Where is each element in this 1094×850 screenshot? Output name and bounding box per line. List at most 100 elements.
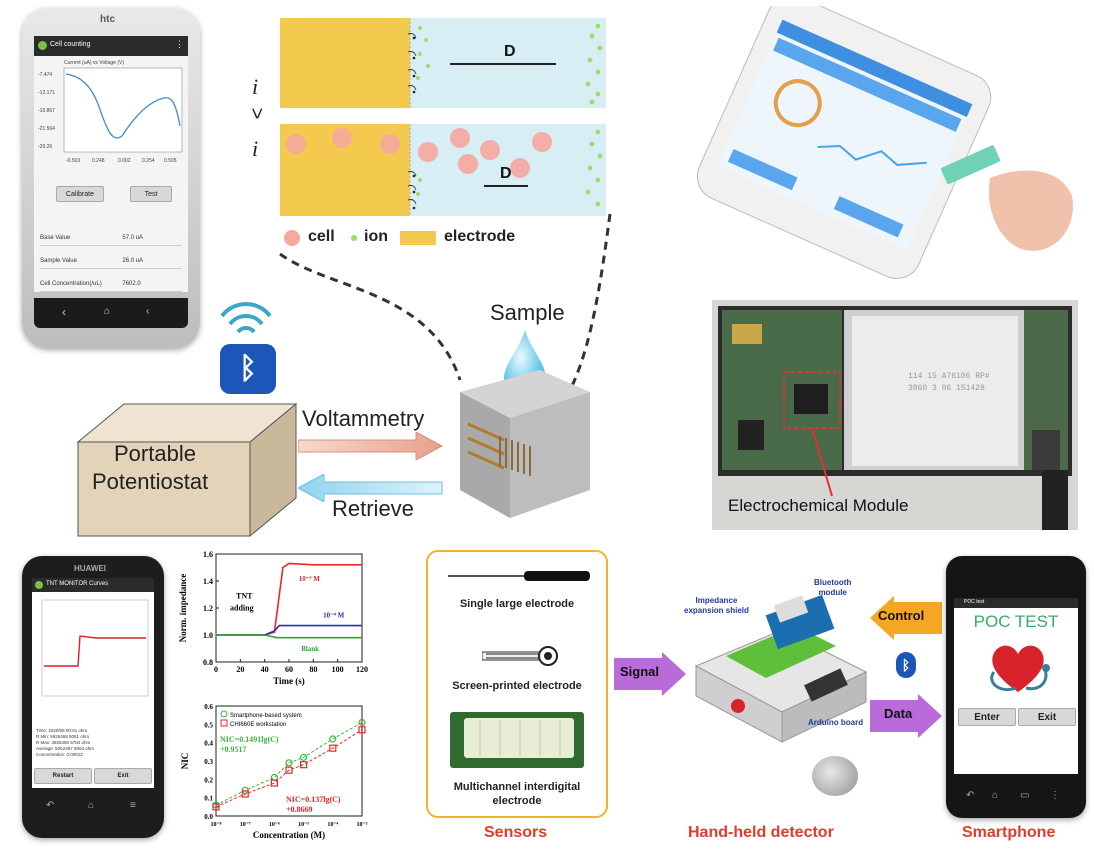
x-tick-label: 0 xyxy=(214,665,218,674)
x-tick-label: 80 xyxy=(309,665,317,674)
data-label: Data xyxy=(884,706,913,721)
data-arrow xyxy=(870,694,942,738)
y-tick-label: 0.0 xyxy=(204,813,213,821)
nav-bar: ‹ ⌂ ‹ xyxy=(34,298,188,328)
restart-button[interactable]: Restart xyxy=(34,768,92,784)
row-value: 7602.0 xyxy=(122,281,141,287)
info-line: Concentration: 0.00012 xyxy=(36,752,83,757)
plot-frame xyxy=(215,705,363,817)
back-icon[interactable]: ↶ xyxy=(46,800,55,811)
x-tick: 0.505 xyxy=(164,158,177,164)
pcb-drawing xyxy=(712,300,1078,530)
data-point xyxy=(358,718,366,727)
sensors-caption: Sensors xyxy=(484,824,548,841)
panel-legend: cell ion electrode xyxy=(284,228,544,250)
sensor-device xyxy=(460,370,590,518)
data-point xyxy=(285,759,293,767)
menu-icon[interactable]: ≡ xyxy=(130,800,136,811)
home-icon[interactable]: ⌂ xyxy=(992,790,999,801)
x-tick: 0.254 xyxy=(142,158,155,164)
symbol-i-bottom: i xyxy=(252,136,259,161)
panel-top: D xyxy=(280,18,606,108)
info-line: R Max: 4826480 5784 ohm xyxy=(36,740,91,745)
equation-green: NIC=0.1491lg(C) xyxy=(220,735,279,744)
symbol-i-top: i xyxy=(252,74,259,99)
sensors-panel: Single large electrode Screen-printed el… xyxy=(426,550,608,818)
exit-button[interactable]: Exit xyxy=(94,768,152,784)
data-point xyxy=(299,753,308,761)
info-line: Time: 2020/06 00:01 ohm xyxy=(36,728,88,733)
exit-button[interactable]: Exit xyxy=(1018,708,1076,726)
impedance-curve xyxy=(41,599,149,697)
x-axis-label: Concentration (M) xyxy=(253,830,325,840)
data-point xyxy=(270,779,279,787)
d-label-top: D xyxy=(504,43,516,60)
annotation-adding: adding xyxy=(230,604,254,613)
data-point xyxy=(285,766,293,774)
row-label: Cell Concentration(/uL) xyxy=(40,281,102,287)
handheld-detector xyxy=(694,594,868,743)
menu-icon[interactable]: ⋮ xyxy=(175,39,184,49)
nav-bar: ↶ ⌂ ≡ xyxy=(32,796,154,820)
sensor-item-3-line1: Multichannel interdigital xyxy=(453,781,581,793)
y-tick-label: 1.4 xyxy=(203,577,213,586)
series-label: Blank xyxy=(301,645,319,653)
series-line xyxy=(215,722,363,806)
base-value-row: Base Value 57.0 uA xyxy=(40,232,182,246)
test-button[interactable]: Test xyxy=(130,186,172,202)
pcb-photo: 114 15 A76106 RP# 3860 3 06 151428 Elect… xyxy=(712,300,1078,530)
y-tick-label: 1.2 xyxy=(203,604,213,613)
y-axis-label: Norm. impedance xyxy=(178,574,188,643)
y-tick-label: 0.4 xyxy=(204,740,213,748)
menu-icon[interactable]: ⋮ xyxy=(1050,790,1060,801)
legend-label: CHI660E workstation xyxy=(230,722,286,728)
bluetooth-line2: module xyxy=(818,588,847,597)
series-line xyxy=(216,624,362,636)
y-axis-label: NIC xyxy=(180,753,190,770)
detector-caption: Hand-held detector xyxy=(688,824,834,841)
signal-label: Signal xyxy=(620,664,660,679)
back-icon[interactable]: ‹ xyxy=(62,305,66,319)
home-icon[interactable]: ⌂ xyxy=(104,306,111,317)
row-value: 26.0 uA xyxy=(122,258,144,264)
impedance-line1: Impedance xyxy=(695,596,738,605)
equation-green: +0.9517 xyxy=(220,745,247,754)
equation-red: NIC=0.137lg(C) xyxy=(286,795,341,804)
bluetooth-line1: Bluetooth xyxy=(814,578,852,587)
y-tick: -26.26 xyxy=(38,144,52,150)
info-lines: Time: 2020/06 00:01 ohm R Min: 5926469 5… xyxy=(36,728,94,758)
x-tick-label: 10⁻³ xyxy=(357,822,368,828)
heart-stethoscope-icon xyxy=(990,645,1050,692)
back-icon[interactable]: ↶ xyxy=(966,790,975,801)
recent-icon[interactable]: ‹ xyxy=(146,306,150,317)
app-icon xyxy=(35,581,43,589)
panel-bottom: D xyxy=(280,124,606,216)
equation-red: +0.8669 xyxy=(286,805,313,814)
screen-printed-electrode-img xyxy=(482,646,558,666)
data-point xyxy=(241,790,249,798)
voltammetry-label: Voltammetry xyxy=(302,406,425,431)
data-point xyxy=(358,726,366,734)
x-tick: -0.503 xyxy=(66,158,80,164)
ion-swatch xyxy=(351,235,357,241)
y-tick: -12.171 xyxy=(38,90,55,96)
series-label: 10⁻⁴ M xyxy=(323,611,345,619)
recent-icon[interactable]: ▭ xyxy=(1020,790,1030,801)
calibrate-button[interactable]: Calibrate xyxy=(56,186,104,202)
home-icon[interactable]: ⌂ xyxy=(88,800,95,811)
app-bar: POC test xyxy=(954,598,1078,608)
row-label: Base Value xyxy=(40,235,71,241)
y-tick-label: 1.0 xyxy=(203,631,213,640)
y-tick-label: 0.8 xyxy=(203,658,213,667)
enter-button[interactable]: Enter xyxy=(958,708,1016,726)
row-value: 57.0 uA xyxy=(122,235,144,241)
legend-electrode: electrode xyxy=(444,228,516,245)
bluetooth-module-label: Bluetooth module xyxy=(814,578,851,598)
x-tick: 0.002 xyxy=(118,158,131,164)
x-tick-label: 100 xyxy=(332,665,344,674)
battery-label-2: 3860 3 06 151428 xyxy=(908,384,985,393)
sample-value-row: Sample Value 26.0 uA xyxy=(40,255,182,269)
x-tick-label: 10⁻⁴ xyxy=(327,822,338,828)
dashed-connectors xyxy=(279,213,612,390)
